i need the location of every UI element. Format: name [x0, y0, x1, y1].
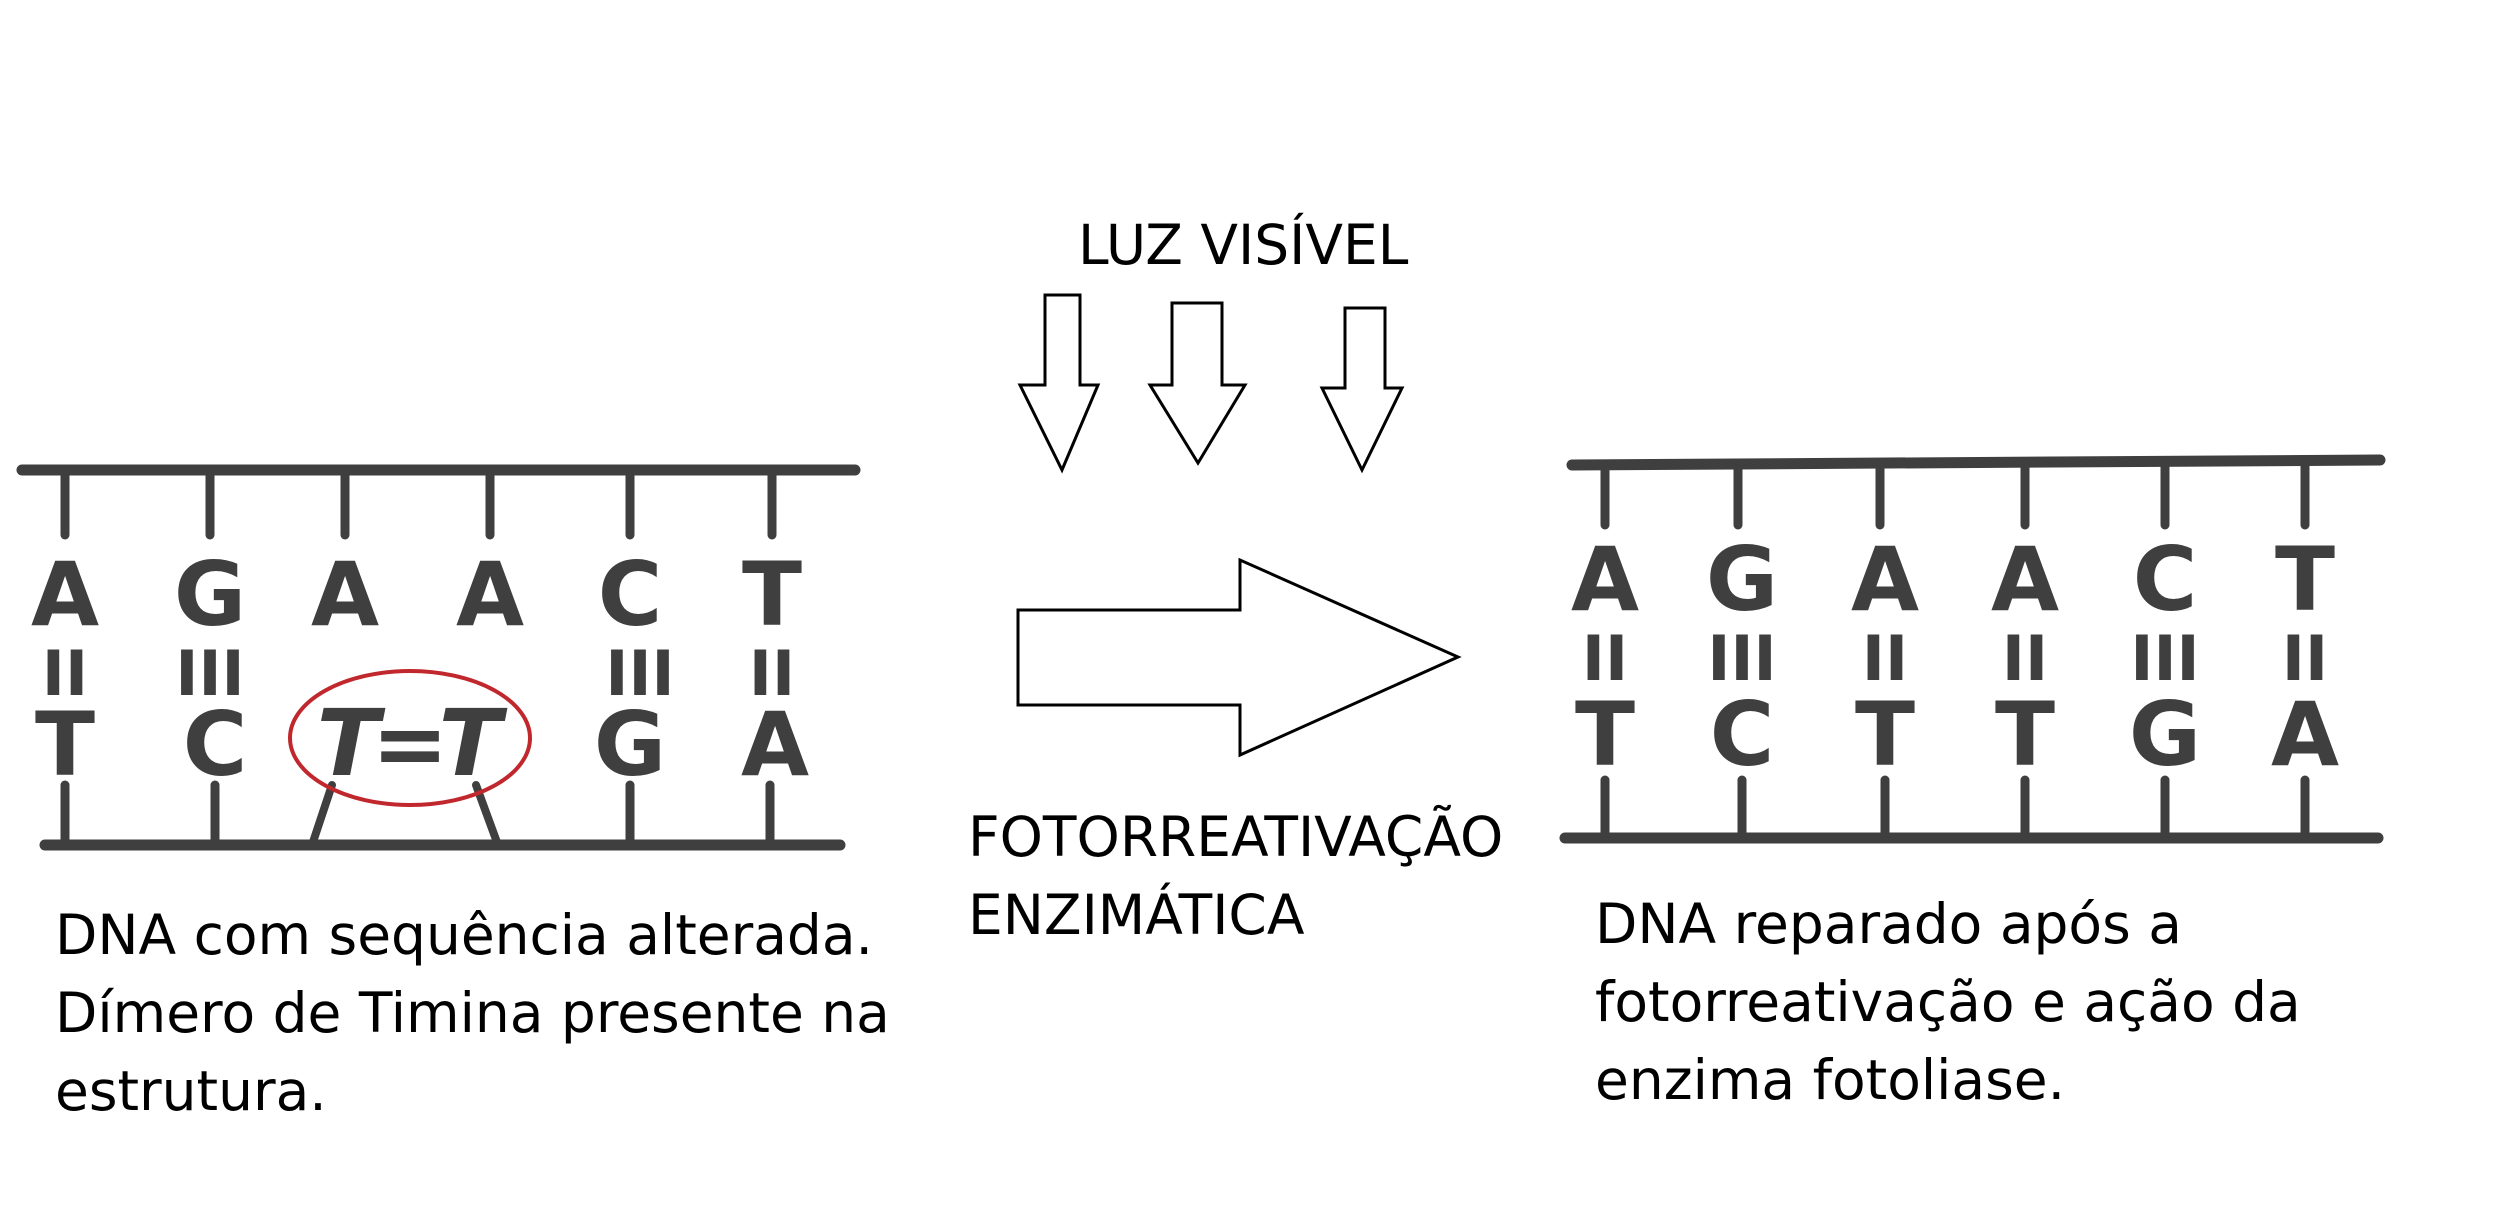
right-top-base: A	[1571, 528, 1639, 631]
right-top-base: A	[1851, 528, 1919, 631]
right-bond-mark: II	[2282, 622, 2328, 695]
left-top-base: A	[31, 543, 99, 646]
right-top-backbone	[1566, 454, 2386, 471]
dimer-bond: =	[371, 690, 448, 797]
right-bottom-bases: T C T T G A	[1575, 683, 2339, 786]
left-bottom-base: G	[594, 693, 666, 796]
dimer-right-leg	[472, 781, 502, 849]
right-bottom-base: G	[2129, 683, 2201, 786]
right-bond-mark: II	[1862, 622, 1908, 695]
right-top-base: T	[2275, 528, 2335, 631]
right-top-base: G	[1706, 528, 1778, 631]
right-bottom-base: C	[1710, 683, 1775, 786]
right-top-base: A	[1991, 528, 2059, 631]
light-label-text: LUZ VISÍVEL	[1078, 213, 1409, 277]
light-arrow-icon	[1319, 306, 1405, 474]
left-top-base: A	[311, 543, 379, 646]
left-bond-mark: III	[175, 637, 244, 710]
left-bottom-bases: T C G A	[35, 693, 809, 796]
right-bond-mark: III	[2130, 622, 2199, 695]
thymine-dimer: T = T	[288, 669, 532, 807]
left-bottom-base: A	[741, 693, 809, 796]
left-bond-mark: II	[42, 637, 88, 710]
process-label-line: FOTORREATIVAÇÃO	[968, 805, 1504, 869]
left-top-base: A	[456, 543, 524, 646]
right-dna-molecule	[1559, 454, 2386, 844]
light-arrow-icon	[1017, 293, 1101, 474]
light-arrow-icon	[1147, 301, 1248, 466]
right-caption-line: DNA reparado após a	[1595, 892, 2182, 956]
dimer-thymine-left: T	[317, 690, 386, 797]
right-bottom-base: T	[1575, 683, 1635, 786]
left-bond-mark: III	[605, 637, 674, 710]
dimer-highlight-circle	[288, 669, 532, 807]
left-caption-line: DNA com sequência alterada.	[55, 903, 874, 967]
right-caption-line: enzima fotoliase.	[1595, 1048, 2066, 1112]
dimer-thymine-right: T	[439, 690, 508, 797]
left-dna-molecule	[16, 464, 861, 851]
right-dna-caption: DNA reparado após a fotorreativação e aç…	[1595, 885, 2301, 1119]
left-caption-line: estrutura.	[55, 1059, 327, 1123]
dimer-left-leg	[308, 781, 336, 849]
left-bond-marks: II III III II	[42, 637, 795, 710]
left-bottom-base: C	[183, 693, 248, 796]
left-caption-line: Dímero de Timina presente na	[55, 981, 890, 1045]
process-label: FOTORREATIVAÇÃO ENZIMÁTICA	[968, 798, 1503, 954]
right-bond-mark: II	[1582, 622, 1628, 695]
right-top-base: C	[2133, 528, 2198, 631]
right-bottom-base: T	[1855, 683, 1915, 786]
left-top-base: G	[174, 543, 246, 646]
left-bottom-base: T	[35, 693, 95, 796]
left-dna-caption: DNA com sequência alterada. Dímero de Ti…	[55, 896, 890, 1130]
right-bond-mark: III	[1707, 622, 1776, 695]
right-bottom-base: A	[2271, 683, 2339, 786]
light-label: LUZ VISÍVEL	[1078, 206, 1408, 284]
right-bond-mark: II	[2002, 622, 2048, 695]
left-top-base: T	[742, 543, 802, 646]
right-caption-line: fotorreativação e ação da	[1595, 970, 2301, 1034]
right-bond-marks: II III II II III II	[1582, 622, 2328, 695]
left-top-bases: A G A A C T	[31, 543, 802, 646]
process-label-line: ENZIMÁTICA	[968, 883, 1305, 947]
left-bond-mark: II	[749, 637, 795, 710]
right-top-bases: A G A A C T	[1571, 528, 2335, 631]
left-top-base: C	[598, 543, 663, 646]
light-arrows	[1017, 293, 1405, 474]
right-bottom-base: T	[1995, 683, 2055, 786]
process-arrow-icon	[1016, 557, 1462, 758]
